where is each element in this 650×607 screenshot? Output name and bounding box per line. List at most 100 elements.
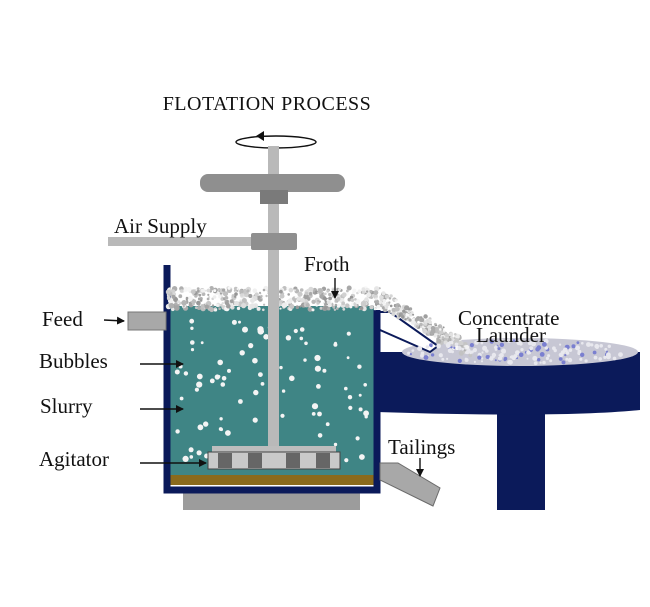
froth-bubble (178, 294, 183, 299)
concentrate-bubble (595, 345, 599, 349)
concentrate-bubble (527, 341, 533, 346)
froth-bubble (458, 350, 464, 356)
concentrate-bubble (533, 361, 538, 366)
concentrate-bubble (599, 344, 603, 348)
concentrate-bubble (581, 341, 584, 345)
concentrate-bubble (420, 353, 424, 358)
tank-base (183, 492, 360, 510)
froth-bubble (179, 289, 184, 293)
concentrate-bubble (472, 348, 477, 353)
concentrate-bubble (477, 355, 482, 360)
froth-bubble (196, 287, 200, 290)
froth-bubble (308, 291, 313, 296)
concentrate-bubble (446, 357, 449, 360)
froth-bubble (218, 307, 221, 311)
froth-bubble (361, 287, 366, 292)
froth-bubble (262, 288, 266, 292)
concentrate-bubble (561, 360, 566, 365)
concentrate-bubble (549, 359, 553, 363)
froth-bubble (233, 301, 239, 306)
froth-bubble (307, 306, 313, 312)
concentrate-bubble (575, 345, 580, 351)
froth-bubble (288, 287, 294, 293)
concentrate-bubble (438, 353, 443, 358)
bubble (280, 413, 285, 418)
concentrate-bubble (508, 359, 513, 365)
froth-bubble (402, 312, 406, 316)
froth-bubble (262, 308, 265, 312)
froth-bubble (206, 297, 210, 301)
froth-bubble (404, 318, 407, 321)
froth-bubble (328, 303, 332, 308)
concentrate-bubble (516, 340, 521, 346)
bubble (344, 458, 349, 463)
concentrate-bubble (407, 351, 411, 355)
bubble (174, 369, 180, 375)
froth-bubble (191, 302, 195, 306)
concentrate-bubble (474, 340, 479, 345)
concentrate-bubble (518, 352, 524, 358)
concentrate-bubble (409, 353, 412, 356)
froth-bubble (200, 304, 205, 309)
froth-bubble (442, 326, 445, 329)
froth-bubble (360, 300, 367, 307)
froth-bubble (226, 303, 231, 309)
froth-bubble (198, 293, 202, 297)
froth-bubble (341, 292, 347, 298)
bubble (219, 417, 223, 421)
concentrate-bubble (606, 352, 611, 358)
froth-bubble (166, 295, 171, 299)
froth-bubble (374, 299, 380, 304)
froth-bubble (414, 318, 419, 322)
bubble (317, 411, 322, 417)
bubble (209, 378, 215, 384)
froth-bubble (323, 296, 327, 301)
bubble (238, 320, 241, 324)
concentrate-bubble (520, 348, 524, 352)
froth-bubble (209, 286, 214, 291)
concentrate-bubble (503, 358, 507, 362)
froth-bubble (187, 295, 193, 301)
bubble (325, 422, 330, 427)
bubble (304, 341, 308, 346)
label-bubbles: Bubbles (39, 349, 108, 373)
bubble (217, 359, 223, 366)
froth-bubble (287, 298, 293, 304)
label-slurry: Slurry (40, 394, 93, 418)
bubble (316, 384, 321, 389)
froth-bubble (336, 297, 341, 301)
froth-bubble (248, 293, 253, 299)
concentrate-bubble (526, 357, 529, 360)
concentrate-bubble (542, 360, 546, 365)
froth-bubble (281, 302, 288, 309)
froth-bubble (366, 292, 372, 298)
froth-bubble (427, 324, 432, 330)
froth-bubble (382, 301, 385, 305)
bubble (279, 365, 283, 370)
concentrate-bubble (510, 355, 514, 359)
concentrate-bubble (586, 342, 591, 347)
label-froth: Froth (304, 252, 350, 276)
concentrate-bubble (565, 357, 569, 361)
froth-bubble (373, 290, 379, 295)
froth-bubble (341, 301, 346, 306)
froth-bubble (394, 306, 400, 312)
concentrate-bubble (515, 350, 520, 355)
concentrate-bubble (480, 341, 484, 345)
bubble (346, 356, 350, 360)
launder-pedestal (497, 410, 545, 510)
concentrate-bubble (529, 346, 534, 351)
froth-bubble (439, 324, 442, 327)
froth-bubble (197, 306, 201, 310)
concentrate-bubble (545, 356, 550, 360)
froth-bubble (328, 292, 332, 297)
froth-bubble (213, 307, 218, 312)
concentrate-bubble (580, 352, 585, 357)
bubble (200, 341, 204, 345)
concentrate-bubble (542, 342, 547, 347)
launder-bowl (378, 352, 640, 415)
froth-bubble (240, 293, 244, 297)
concentrate-bubble (526, 350, 531, 355)
froth-bubble (318, 300, 321, 303)
froth-bubble (381, 291, 386, 296)
